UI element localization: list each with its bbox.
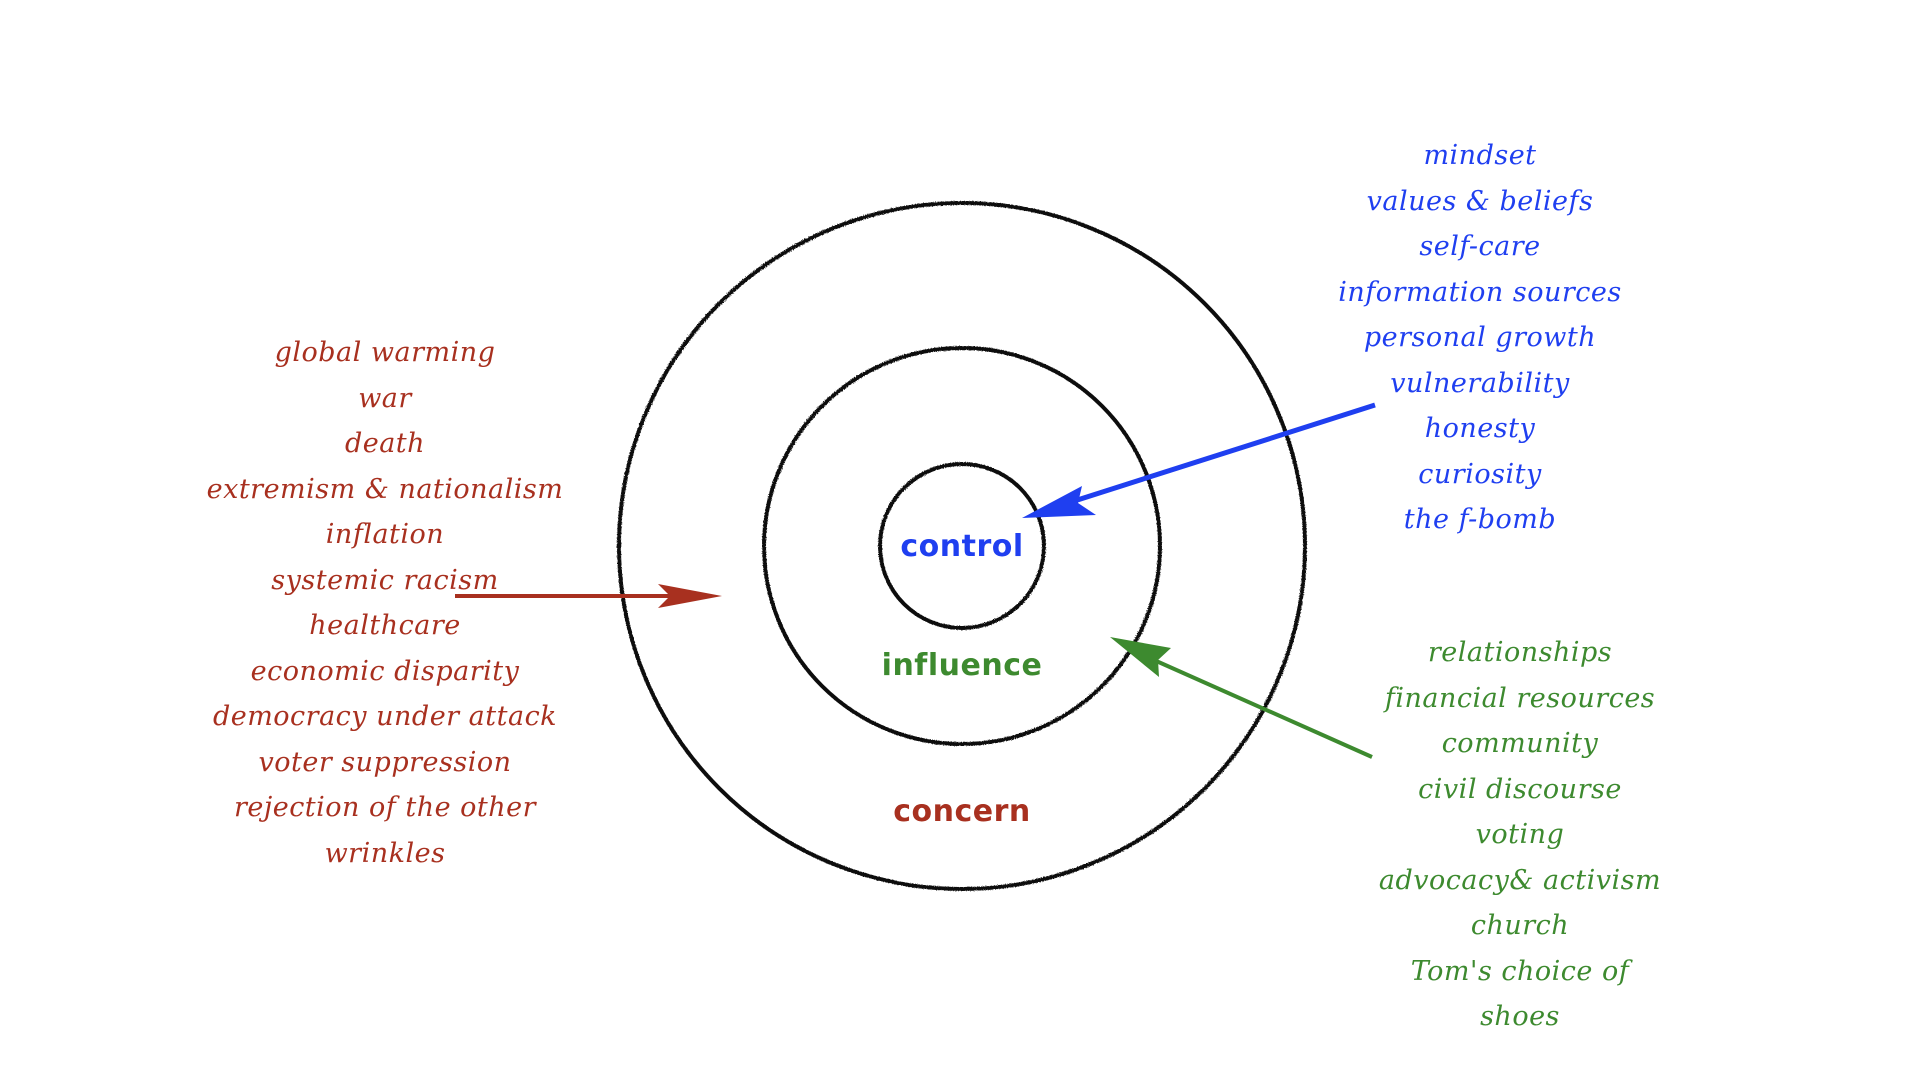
influence-label: influence — [882, 648, 1043, 683]
control-arrow — [1022, 402, 1376, 518]
influence-item: civil discourse — [1418, 773, 1622, 805]
inner-circle-control — [878, 462, 1046, 630]
concern-label: concern — [893, 794, 1031, 829]
influence-item: Tom's choice of — [1410, 955, 1630, 987]
control-item: vulnerability — [1390, 367, 1570, 399]
influence-item: shoes — [1480, 1001, 1560, 1032]
concern-item: death — [344, 428, 426, 459]
control-item: the f-bomb — [1403, 504, 1557, 535]
influence-item: church — [1470, 910, 1570, 941]
control-item: information sources — [1338, 276, 1622, 308]
influence-item: financial resources — [1384, 682, 1656, 714]
influence-list: relationships financial resources communit… — [1320, 630, 1720, 1040]
control-item: honesty — [1424, 413, 1536, 444]
influence-item: advocacy& activism — [1378, 864, 1662, 896]
concern-item: economic disparity — [250, 655, 520, 687]
control-item: self-care — [1419, 231, 1541, 262]
concern-item: voter suppression — [258, 746, 512, 778]
control-item: curiosity — [1418, 458, 1542, 490]
outer-circle-concern — [617, 201, 1307, 891]
concern-item: healthcare — [309, 610, 461, 641]
concern-arrow — [455, 584, 722, 608]
influence-item: voting — [1475, 819, 1565, 850]
control-item: personal growth — [1363, 322, 1597, 353]
control-list: mindset values & beliefs self-care informat… — [1290, 133, 1670, 543]
concern-item: extremism & nationalism — [206, 473, 564, 505]
concern-item: wrinkles — [324, 837, 446, 869]
concern-item: systemic racism — [271, 564, 499, 596]
control-item: values & beliefs — [1366, 185, 1594, 217]
concern-item: democracy under attack — [212, 701, 558, 732]
influence-item: community — [1441, 728, 1599, 759]
concern-item: rejection of the other — [233, 792, 537, 823]
concern-list: global warming war death extremism & nation… — [175, 330, 595, 876]
influence-arrow — [1110, 637, 1373, 759]
control-label: control — [900, 529, 1023, 564]
middle-circle-influence — [762, 346, 1162, 746]
concern-item: war — [358, 382, 412, 414]
concern-item: inflation — [325, 519, 445, 550]
control-item: mindset — [1423, 140, 1537, 171]
concern-item: global warming — [274, 337, 496, 368]
influence-item: relationships — [1427, 637, 1613, 668]
